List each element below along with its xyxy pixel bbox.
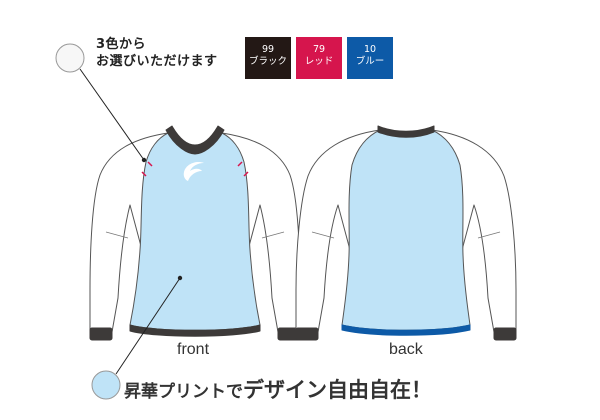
heading-line-2: お選びいただけます (96, 54, 218, 69)
swatch-code: 10 (363, 44, 377, 55)
back-body (341, 129, 471, 331)
sleeve-leader-line (79, 68, 145, 161)
front-collar (165, 125, 225, 155)
front-caption: front (177, 341, 210, 358)
swatch-name: ブルー (355, 56, 385, 67)
swatch-blue: 10 ブルー (347, 37, 393, 79)
swatch-black: 99 ブラック (245, 37, 291, 79)
brand-logo (183, 162, 204, 181)
back-hem (341, 324, 471, 336)
swatch-red: 79 レッド (296, 37, 342, 79)
back-jersey (295, 125, 517, 341)
sublimation-tagline: 昇華プリントでデザイン自由自在！ (124, 374, 432, 404)
swatch-code: 99 (261, 44, 275, 55)
back-collar (377, 125, 435, 138)
front-hem (129, 324, 261, 337)
swatch-name: レッド (304, 56, 334, 67)
front-jersey (89, 125, 301, 341)
swatch-code: 79 (312, 44, 326, 55)
color-options-heading: 3色から お選びいただけます (96, 36, 218, 70)
back-caption: back (389, 341, 423, 358)
body-leader-line (115, 277, 181, 375)
swatch-name: ブラック (248, 56, 287, 67)
tagline-part-1: 昇華プリントで (124, 382, 243, 402)
front-left-cuff (89, 327, 113, 341)
tagline-part-2: デザイン自由自在！ (243, 378, 432, 402)
body-leader-dot (177, 275, 183, 281)
sleeve-leader-dot (141, 157, 147, 163)
sleeve-marker-circle (55, 43, 85, 73)
back-left-cuff (295, 327, 319, 341)
body-marker-circle (91, 370, 121, 400)
back-right-cuff (493, 327, 517, 341)
heading-line-1: 3色から (96, 37, 147, 52)
